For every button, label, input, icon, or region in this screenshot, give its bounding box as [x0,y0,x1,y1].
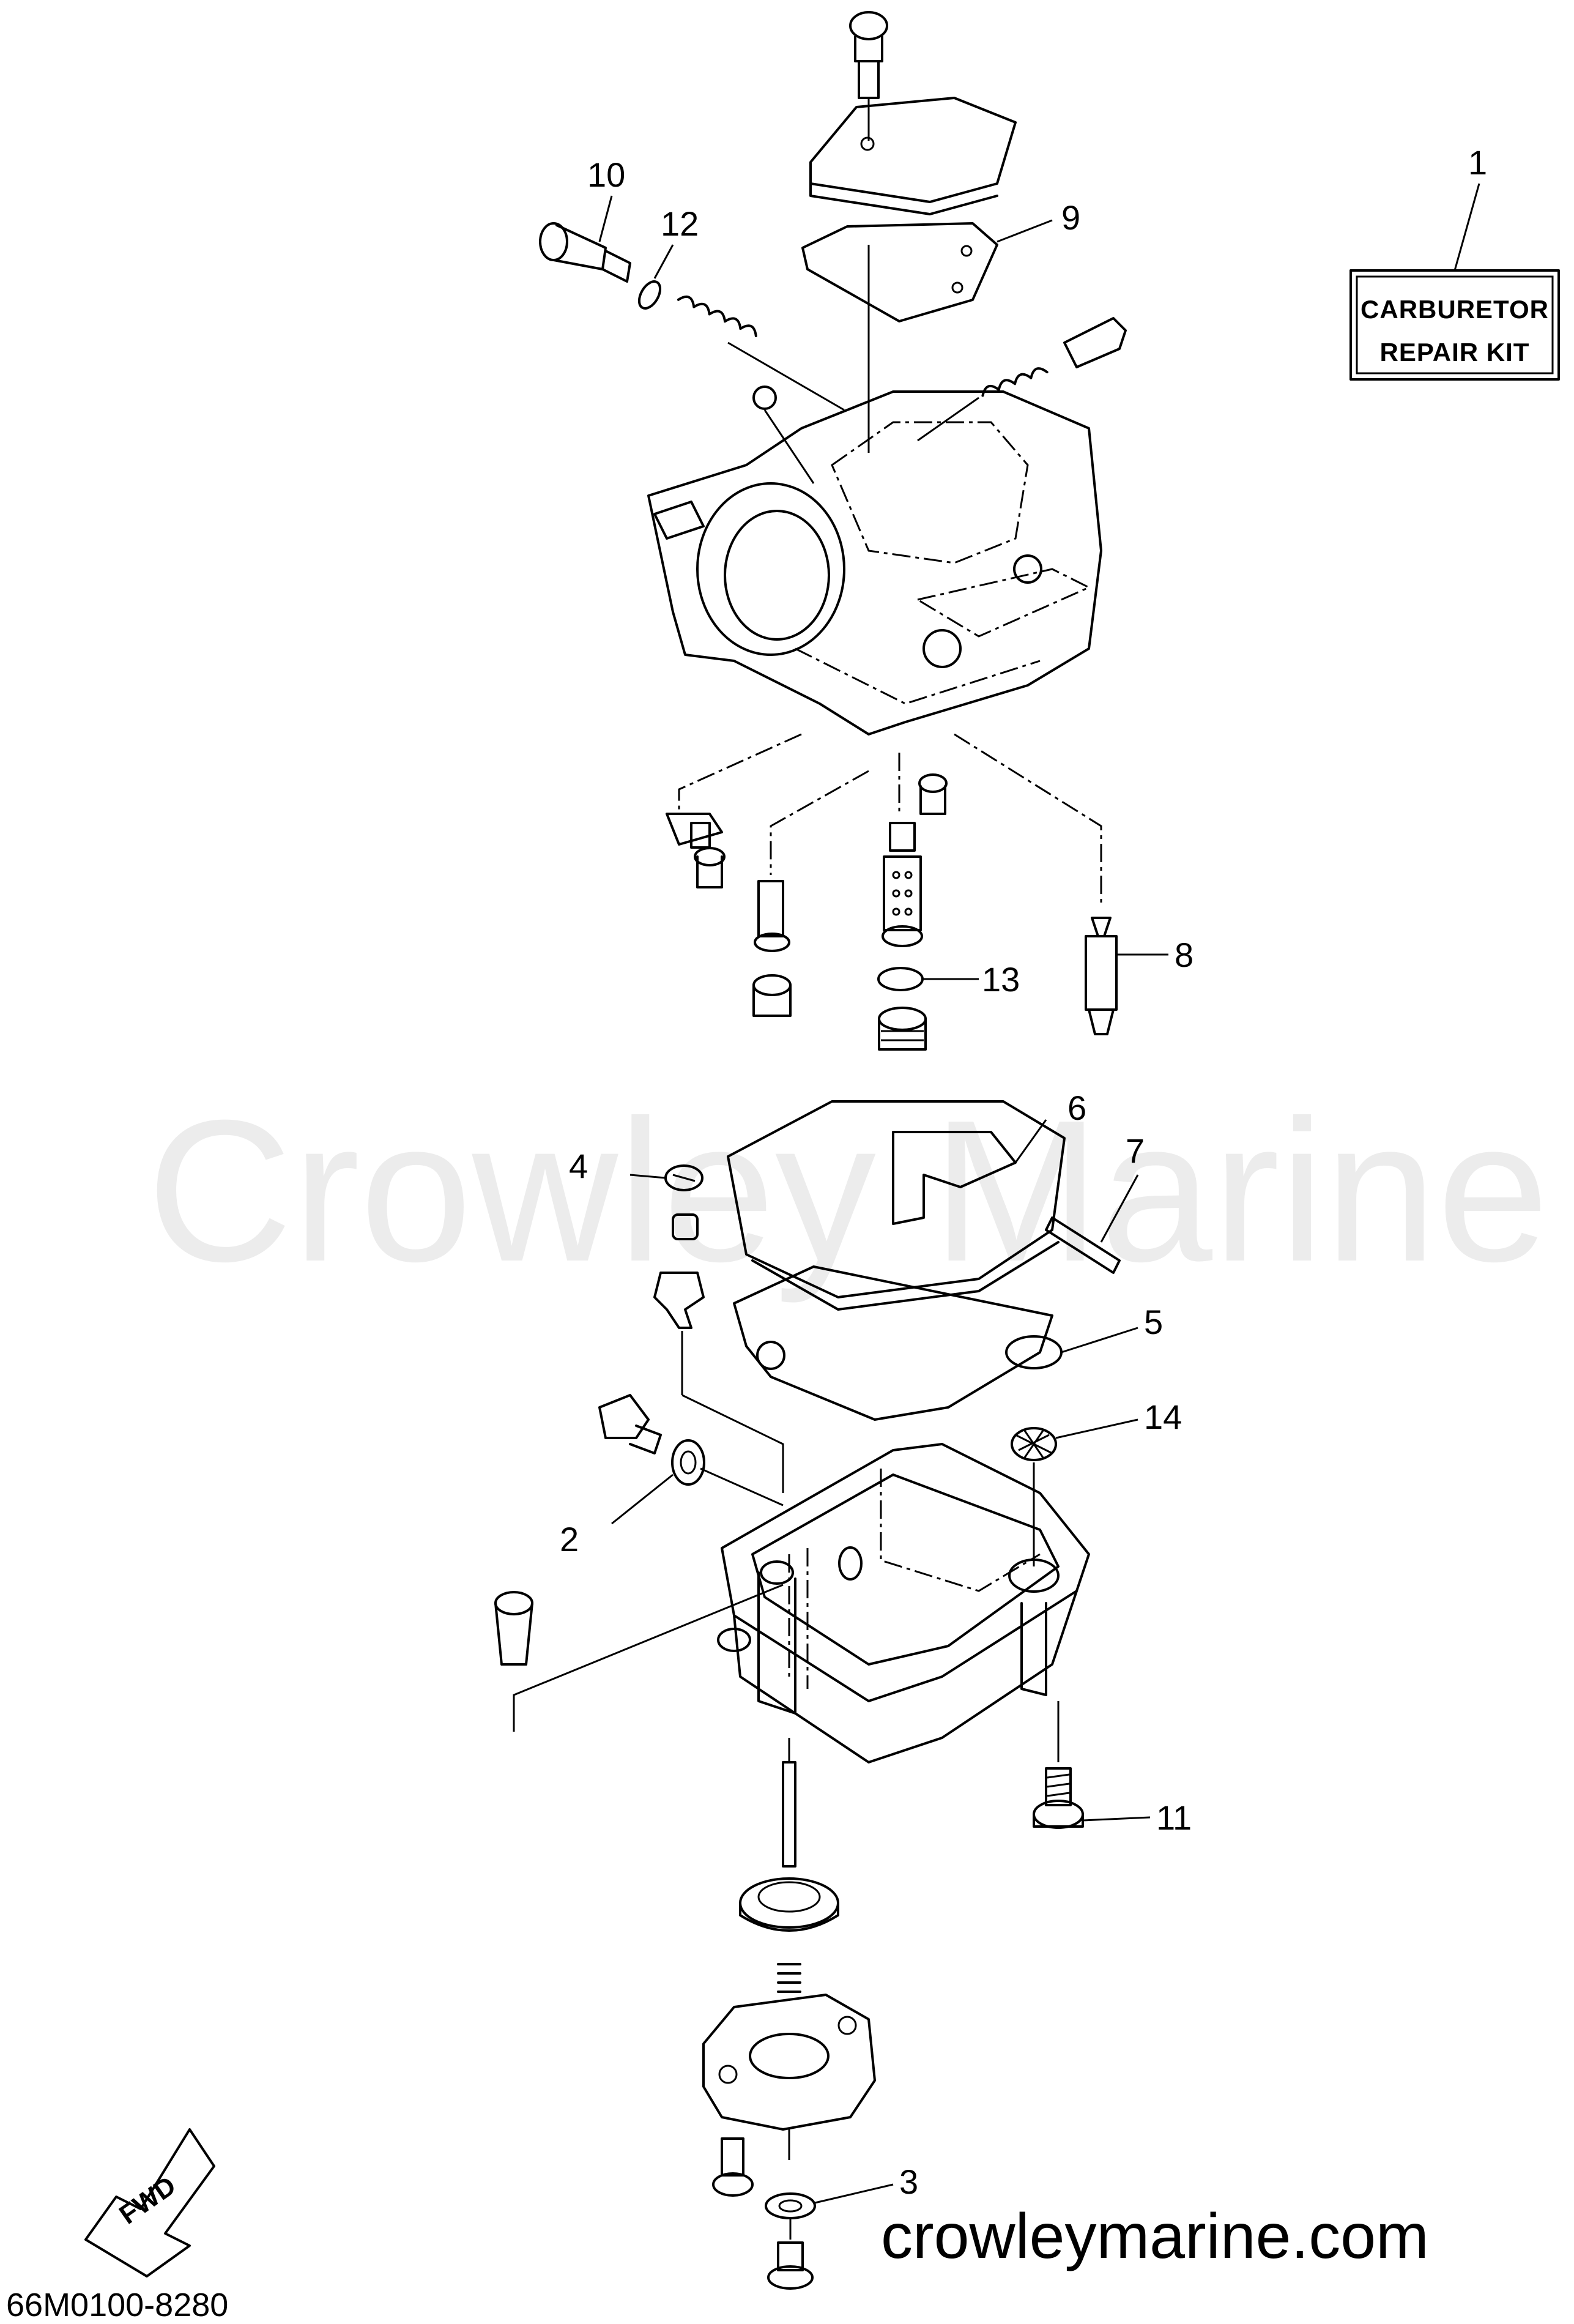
part-8-needle-valve [1085,917,1168,1035]
callout-9: 9 [1061,198,1080,237]
plunger-rod [782,1738,796,1868]
leader-main-jet [770,770,869,875]
part-11-screw [1033,1701,1151,1829]
callout-10: 10 [587,155,625,194]
drain-screw [598,1394,662,1454]
watermark: Crowley Marine [147,1078,1549,1305]
pilot-jet [754,880,790,952]
carburetor-body [647,385,1102,736]
callout-2: 2 [560,1520,579,1559]
part-2-washer [611,1439,784,1525]
part-5-gasket [733,1265,1138,1421]
pilot-spring [677,295,845,411]
float-chamber [717,1443,1090,1763]
pump-screw [712,2137,754,2197]
website-text: crowleymarine.com [881,2201,1429,2272]
chamber-plug [494,1591,533,1666]
part-10-pilot-screw [539,195,631,283]
callout-4: 4 [569,1147,588,1185]
diagram-code: 66M0100-8280 [6,2287,228,2323]
body-screw-left [666,813,726,888]
kit-label-line1: CARBURETOR [1361,295,1549,324]
callout-1: 1 [1468,143,1487,182]
kit-label-line2: REPAIR KIT [1380,338,1530,367]
callout-6: 6 [1067,1089,1086,1127]
callout-13: 13 [982,960,1020,999]
callout-3: 3 [899,2162,918,2201]
callout-5: 5 [1144,1303,1163,1341]
part-14-filter [1011,1418,1138,1566]
needle-cap [672,1213,699,1240]
callout-14: 14 [1144,1398,1182,1436]
fwd-arrow-icon: FWD [84,2128,215,2277]
part-13-o-ring [877,967,979,991]
jet-holder [653,1272,784,1493]
diaphragm [739,1877,839,1932]
pump-cover [702,1994,876,2160]
part-3-washer [765,2183,894,2219]
callout-11: 11 [1156,1798,1192,1837]
part-12-o-ring [637,244,674,310]
part-1-repair-kit-label: CARBURETOR REPAIR KIT [1349,183,1560,381]
callout-12: 12 [661,204,699,243]
leader-needle [954,733,1102,906]
main-nozzle [882,822,923,947]
bottom-screw [767,2218,814,2290]
part-6-float [727,1100,1066,1311]
leader-plug [513,1584,784,1732]
callout-8: 8 [1175,936,1193,974]
part-9-cover-and-gasket [801,97,1053,322]
main-jet-plug [752,974,792,1017]
top-screw [849,11,888,141]
part-4-clip [629,1164,703,1191]
fwd-label: FWD [114,2170,181,2230]
callout-7: 7 [1126,1131,1145,1170]
leader-drain [678,733,802,814]
float-valve-seat [878,1007,927,1051]
part-7-float-pin [1045,1174,1139,1274]
idle-spring [917,317,1127,442]
pump-spring [777,1963,801,1993]
body-screw-right [918,773,948,815]
